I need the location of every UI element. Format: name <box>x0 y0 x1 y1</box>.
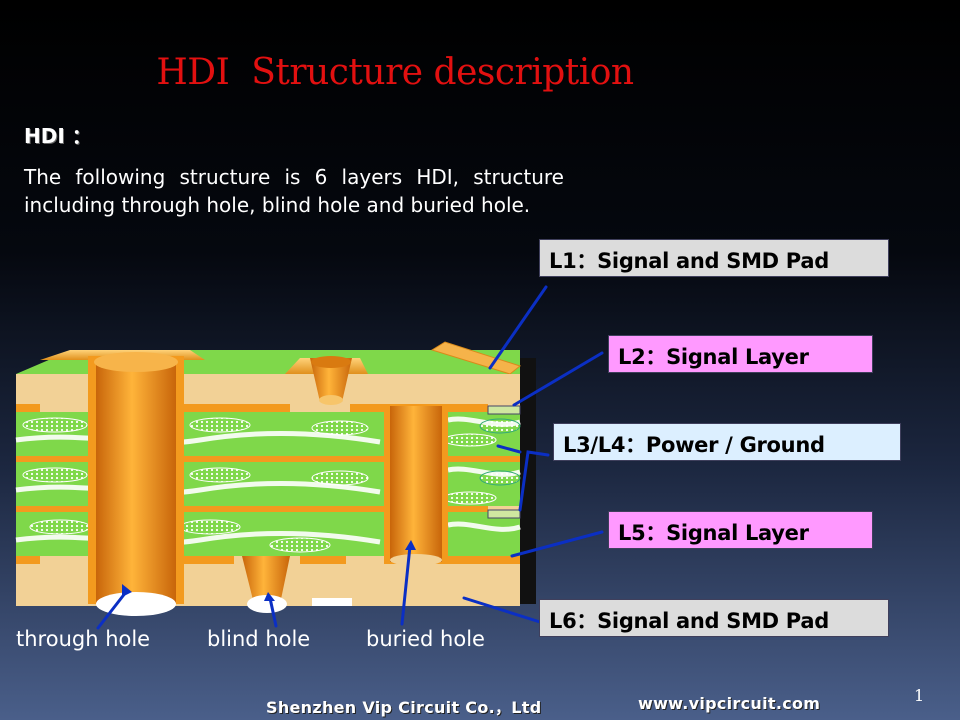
caption-buried-hole: buried hole <box>366 627 485 651</box>
top-blind-via-opening <box>311 356 351 368</box>
section-heading: HDI ： <box>24 124 92 148</box>
buried-hole-bore <box>390 406 442 562</box>
slide-title: HDI Structure description <box>156 52 634 93</box>
l1-surface-pad <box>430 341 522 375</box>
layer-label-l1: L1：Signal and SMD Pad <box>539 239 889 277</box>
inner-copper-layers <box>16 404 520 564</box>
l34-plane-right <box>479 470 521 486</box>
layer-label-l2: L2：Signal Layer <box>608 335 873 373</box>
top-blind-via-bottom <box>319 395 343 405</box>
bottom-smd-pad <box>312 598 352 606</box>
through-hole-top <box>94 352 178 372</box>
buried-hole-bottom <box>390 554 442 566</box>
description-text: The following structure is 6 layers HDI,… <box>24 165 564 217</box>
l2-trace <box>487 405 521 415</box>
layer-label-l5: L5：Signal Layer <box>608 511 873 549</box>
l34-plane-left <box>479 418 521 434</box>
arrow-heads <box>122 540 416 601</box>
callout-arrows <box>96 285 604 630</box>
through-hole-bottom-opening <box>96 592 176 616</box>
layer-label-l3-l4: L3/L4：Power / Ground <box>553 423 901 461</box>
bottom-blind-via <box>242 556 290 604</box>
l5-trace <box>487 509 521 519</box>
footer-website-link[interactable]: www.vipcircuit.com <box>638 694 821 713</box>
top-blind-via <box>310 358 352 402</box>
bottom-blind-via-opening <box>247 595 287 613</box>
layer-label-l6: L6：Signal and SMD Pad <box>539 599 889 637</box>
through-hole-bore <box>96 360 176 604</box>
caption-blind-hole: blind hole <box>207 627 311 651</box>
footer-company: Shenzhen Vip Circuit Co.，Ltd <box>266 698 542 717</box>
page-number: 1 <box>914 686 925 705</box>
caption-through-hole: through hole <box>16 627 151 651</box>
